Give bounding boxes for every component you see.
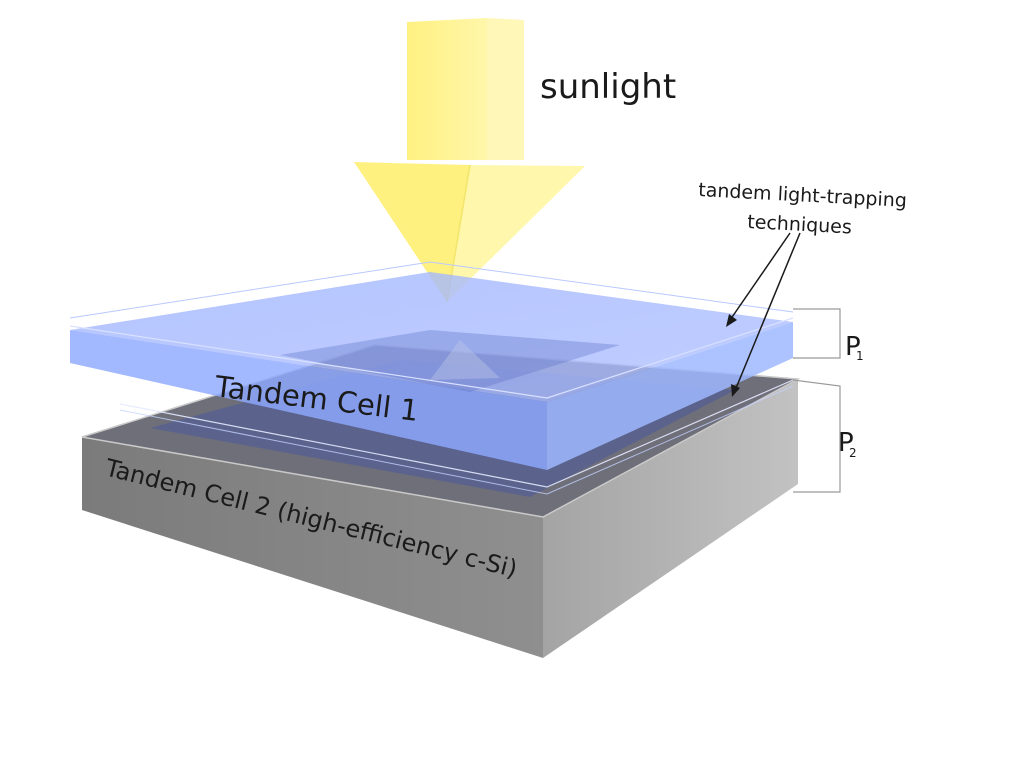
cell2-front-face — [82, 437, 543, 658]
annotation-arrows — [726, 232, 801, 397]
p1-label: P — [845, 332, 861, 362]
arrow-shaft-front — [407, 18, 487, 160]
p2-subscript: 2 — [849, 446, 857, 460]
sunlight-arrow — [354, 18, 585, 303]
arrow-head-right — [447, 165, 585, 302]
cell1-inner-shade — [280, 330, 620, 392]
annotation-arrowhead-1 — [726, 314, 737, 327]
tandem-cell-1 — [69, 261, 794, 495]
annotation-arrowhead-2 — [731, 384, 740, 397]
cell1-layer-line-b — [119, 379, 794, 488]
sunlight-label: sunlight — [540, 67, 676, 107]
cell1-right-face — [547, 322, 793, 470]
arrow-head-left — [354, 162, 470, 302]
annotation-line-1 — [727, 232, 791, 324]
cell1-front-face — [70, 330, 547, 470]
annotation-line-2 — [733, 232, 801, 394]
thickness-brackets — [792, 308, 841, 493]
arrow-shaft-side — [487, 18, 524, 160]
cell1-layer-line-a — [69, 317, 794, 399]
p1-bracket — [793, 308, 841, 359]
note-label-line1: tandem light-trapping — [698, 179, 908, 212]
p2-label: P — [838, 428, 854, 458]
p2-bracket — [792, 379, 841, 493]
cell1-layer-line-top — [69, 261, 794, 319]
cell2-right-face — [543, 379, 798, 658]
note-label-line2: techniques — [747, 211, 853, 238]
arrow-reflection — [430, 340, 500, 380]
p1-subscript: 1 — [856, 349, 864, 363]
cell1-top-face — [70, 272, 793, 402]
cell1-layer-line-c — [119, 385, 794, 495]
